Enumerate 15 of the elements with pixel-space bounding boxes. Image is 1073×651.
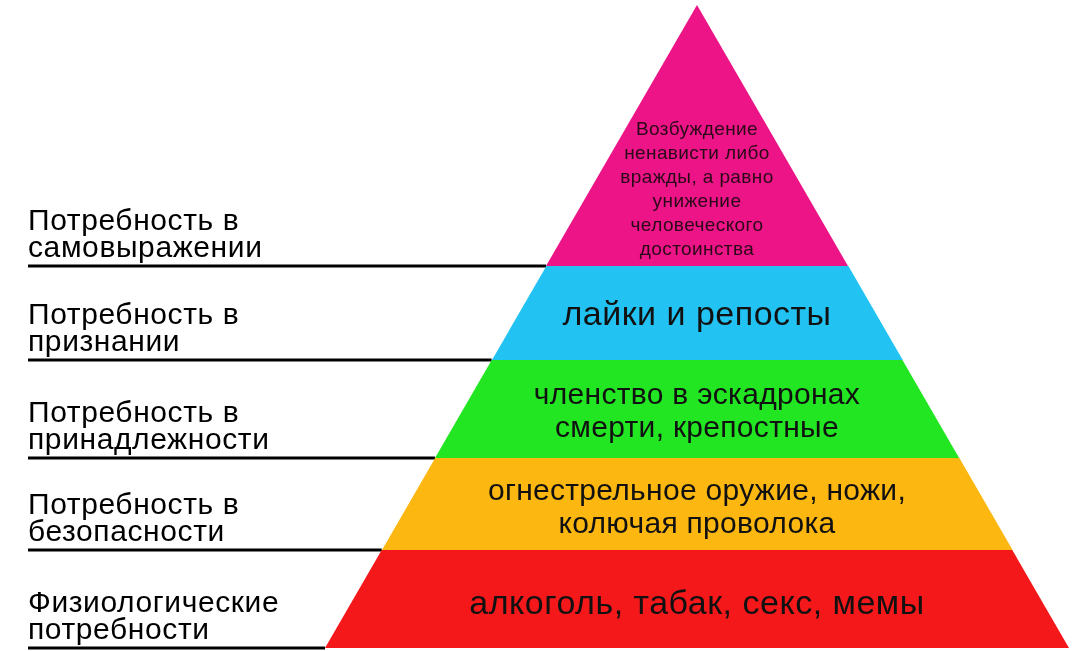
- leader-line: [28, 264, 546, 268]
- tier-text: огнестрельное оружие, ножи, колючая проволока: [486, 473, 908, 539]
- leader-line: [28, 358, 492, 362]
- leader-line: [28, 548, 382, 552]
- level-label: Потребность в признании: [28, 300, 242, 360]
- level-label: Потребность в самовыражении: [28, 206, 265, 266]
- leader-line: [28, 456, 435, 460]
- level-label: Потребность в принадлежности: [28, 398, 272, 458]
- level-label: Потребность в безопасности: [28, 490, 242, 550]
- tier-text: членство в эскадронах смерти, крепостные: [532, 377, 862, 443]
- leader-line: [28, 646, 325, 650]
- tier-text: лайки и репосты: [561, 293, 833, 333]
- tier-text: Возбуждение ненависти либо вражды, а равно унижение человеческого достоинства: [619, 117, 775, 261]
- level-label: Физиологические потребности: [28, 588, 282, 648]
- tier-text: алкоголь, табак, секс, мемы: [468, 582, 926, 622]
